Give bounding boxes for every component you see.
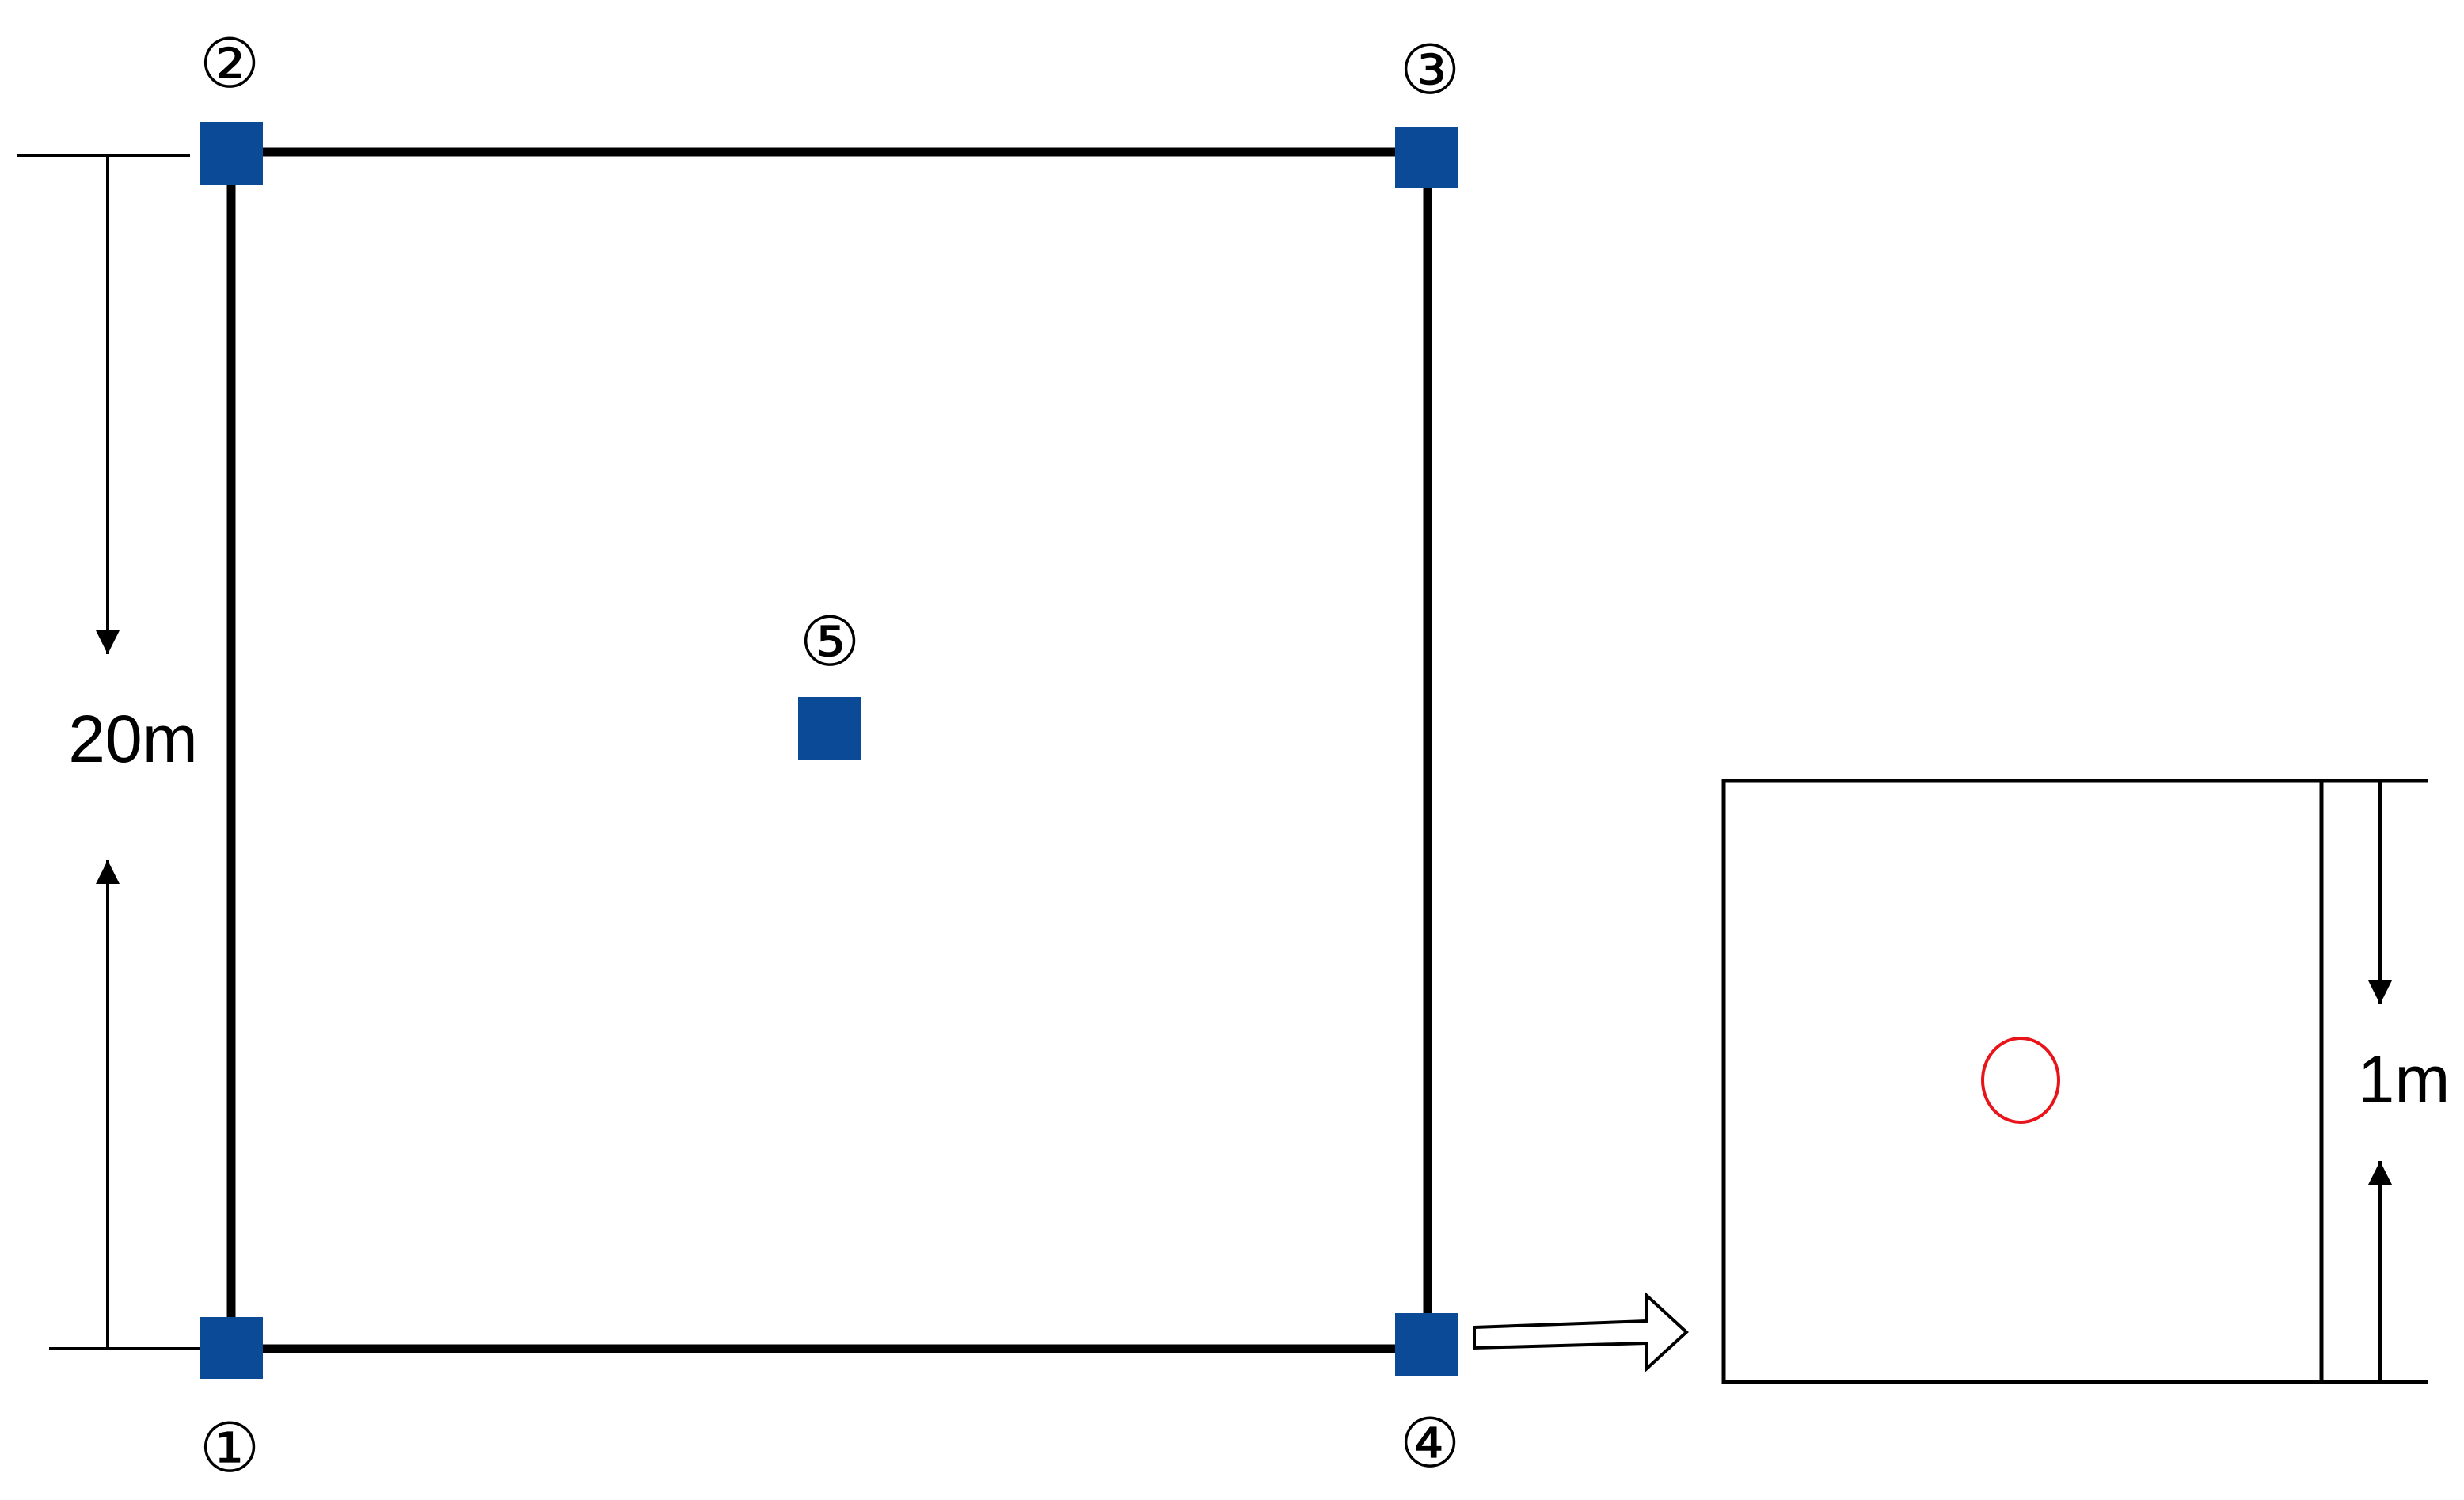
zoom-arrow-icon: [1473, 1292, 1689, 1372]
point-label-5: ⑤: [799, 604, 860, 680]
point-label-2: ②: [199, 26, 260, 102]
marker-point-1: [200, 1317, 263, 1379]
plot-dimension-label: 20m: [68, 702, 197, 776]
marker-point-2: [200, 122, 263, 185]
point-label-1: ①: [199, 1411, 260, 1487]
marker-point-5: [798, 697, 861, 760]
marker-point-3: [1395, 127, 1458, 188]
subplot-sample-circle: [1981, 1037, 2060, 1124]
marker-point-4: [1395, 1313, 1458, 1376]
main-plot-boundary: [226, 147, 1432, 1353]
subplot-dimension-label: 1m: [2358, 1042, 2451, 1117]
point-label-3: ③: [1399, 32, 1460, 109]
point-label-4: ④: [1399, 1406, 1460, 1482]
